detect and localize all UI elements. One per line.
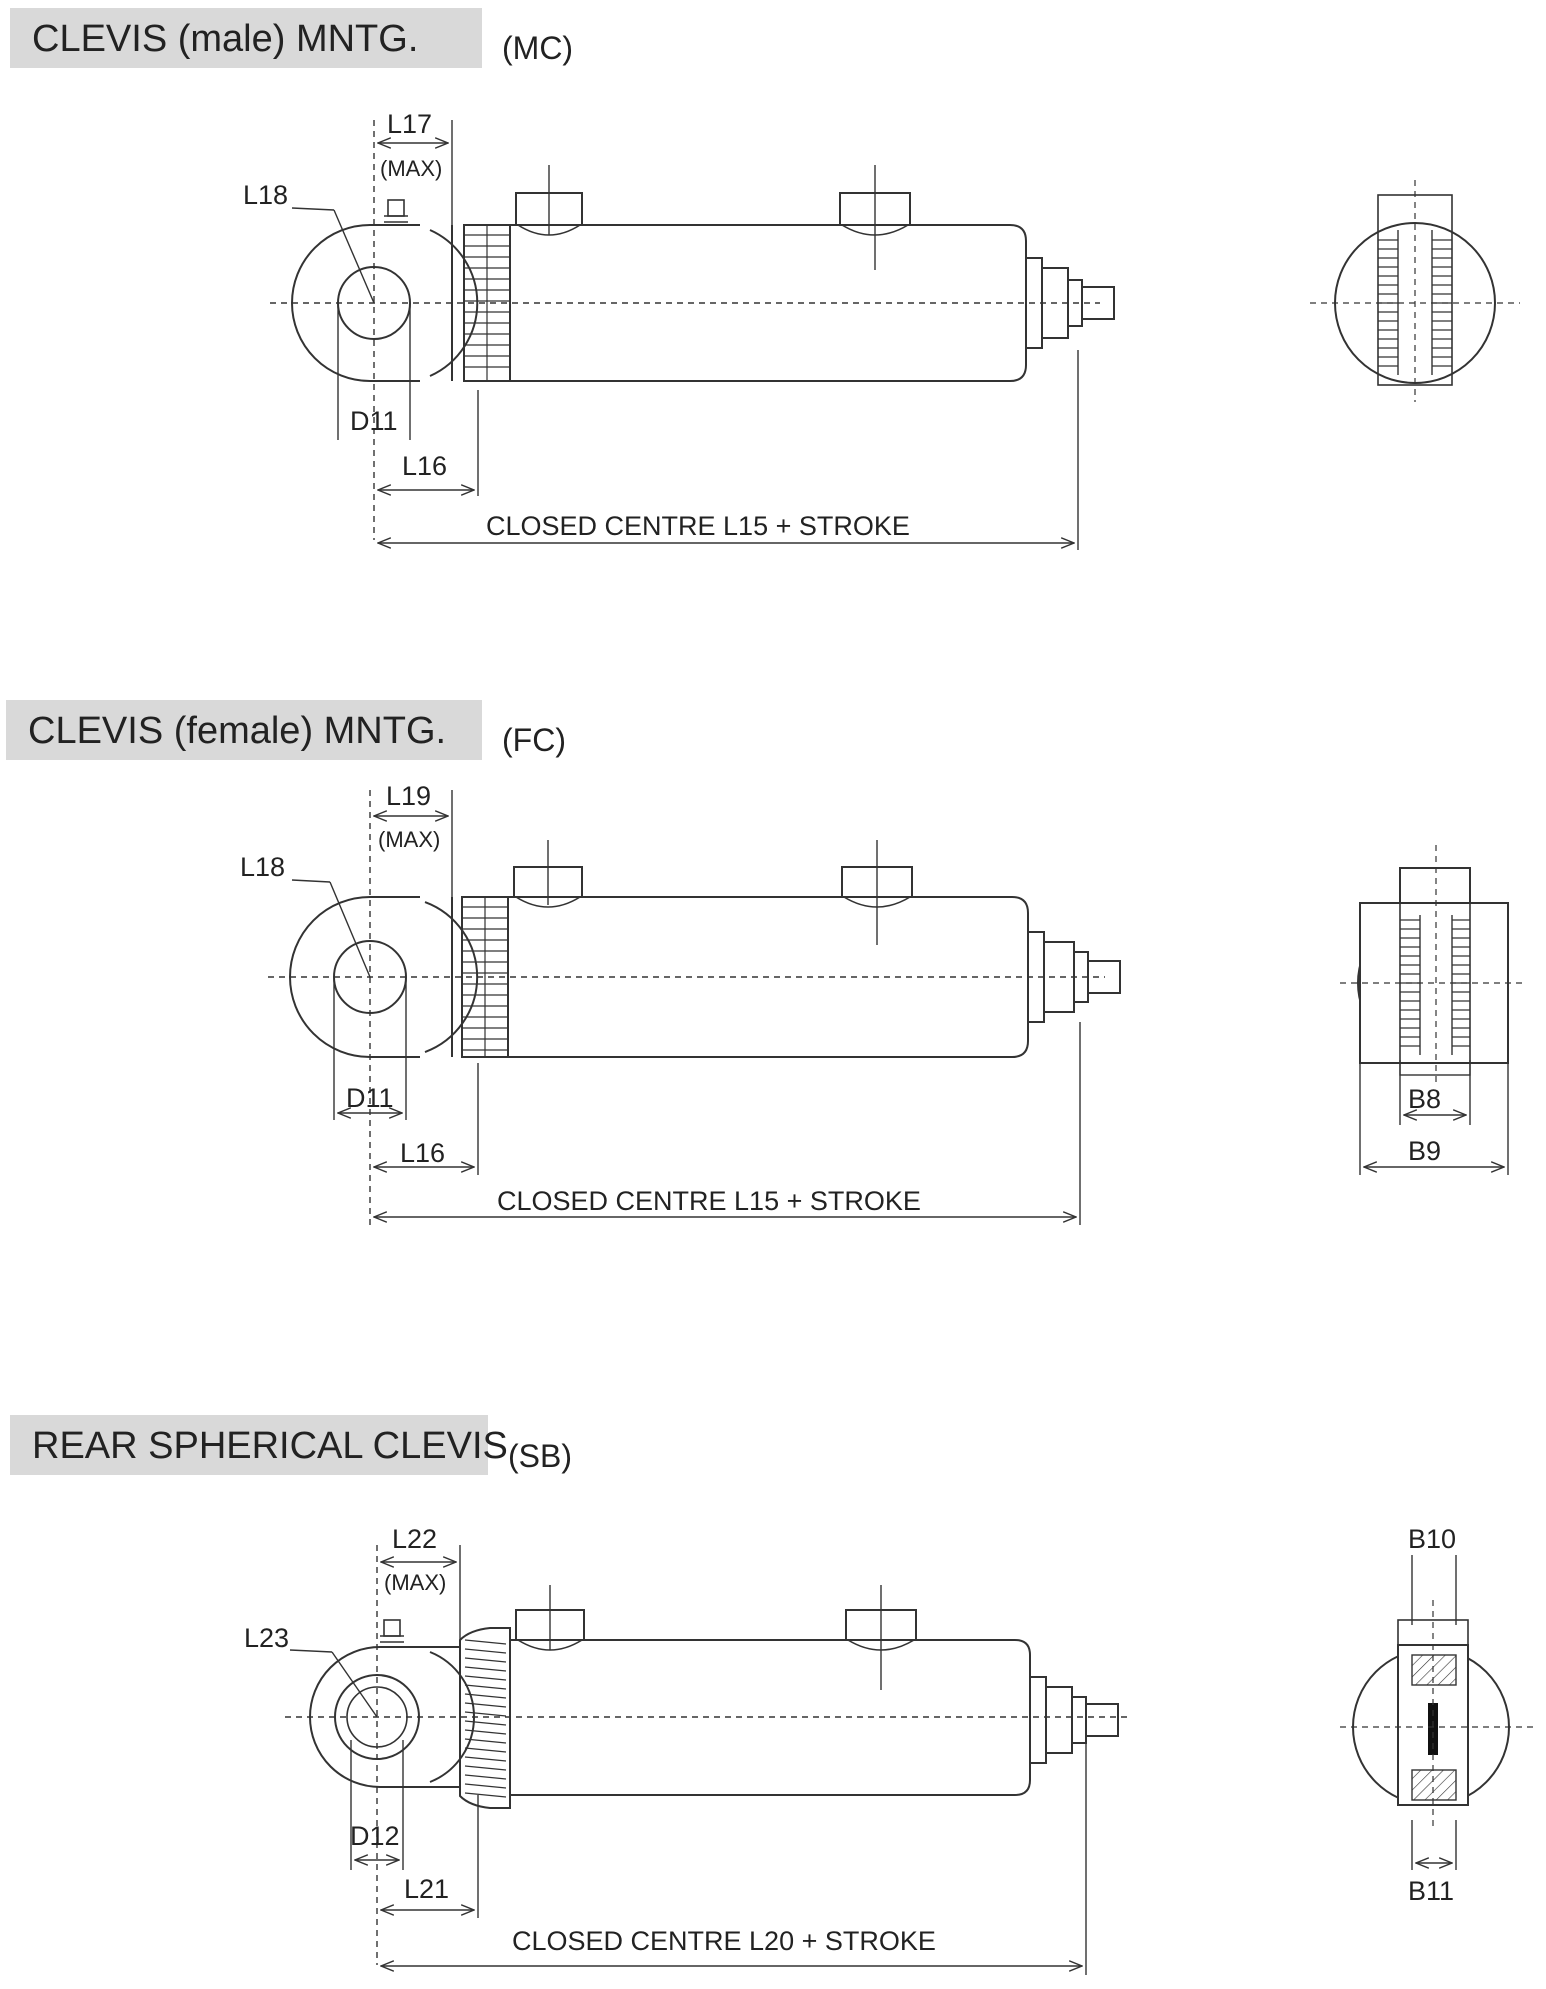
dim-label-outer-width: B9: [1408, 1136, 1441, 1166]
dim-label-pin-offset: L19: [386, 781, 431, 811]
section-header-mc: CLEVIS (male) MNTG.: [10, 8, 482, 68]
dim-label-clevis-length: L21: [404, 1874, 449, 1904]
dim-label-clevis-length: L16: [400, 1138, 445, 1168]
dim-label-max-note: (MAX): [378, 827, 440, 852]
knurl-tick: [464, 1747, 507, 1753]
leader-line: [331, 1651, 378, 1718]
dim-label-inner-width: B8: [1408, 1084, 1441, 1114]
knurl-ticks: [462, 225, 1470, 1798]
knurl-tick: [464, 1666, 507, 1672]
dim-label-bore: L18: [240, 852, 285, 882]
leader-line: [291, 207, 335, 211]
knurl-tick: [464, 1684, 507, 1690]
knurl-tick: [464, 1720, 507, 1726]
knurl-tick: [464, 1756, 507, 1762]
section-title: REAR SPHERICAL CLEVIS: [32, 1425, 508, 1467]
leader-line: [333, 209, 375, 304]
mounting-code: (SB): [508, 1438, 572, 1474]
knurl-tick: [464, 1675, 507, 1681]
knurl-tick: [464, 1693, 507, 1699]
knurl-tick: [464, 1783, 507, 1789]
knurl-tick: [464, 1792, 507, 1798]
end-view-fc: [1340, 845, 1525, 1085]
dim-label-pin-dia: D11: [350, 406, 398, 436]
cylinder-side-view-sb: [309, 1585, 1119, 1809]
knurl-tick: [464, 1648, 507, 1654]
knurl-tick: [464, 1738, 507, 1744]
section-title: CLEVIS (male) MNTG.: [32, 18, 419, 60]
end-view-mc: [1310, 180, 1520, 402]
dim-label-bottom-width: B11: [1408, 1876, 1454, 1906]
cylinder-side-view-fc: [289, 840, 1121, 1058]
leader-line: [291, 879, 331, 883]
section-header-sb: REAR SPHERICAL CLEVIS: [10, 1415, 508, 1475]
mounting-code: (MC): [502, 30, 574, 66]
dim-label-pin-offset: L17: [387, 109, 432, 139]
cylinder-side-view-mc: [291, 165, 1115, 382]
dimension-lines: [268, 120, 1509, 1975]
knurl-tick: [464, 1765, 507, 1771]
dim-label-overall-length: CLOSED CENTRE L20 + STROKE: [512, 1926, 936, 1956]
dim-label-max-note: (MAX): [384, 1570, 446, 1595]
dim-label-pin-dia: D12: [350, 1821, 400, 1851]
knurl-tick: [464, 1711, 507, 1717]
dim-label-bore: L18: [243, 180, 288, 210]
dim-label-pin-dia: D11: [346, 1083, 394, 1113]
section-header-fc: CLEVIS (female) MNTG.: [6, 700, 482, 760]
dim-label-bore: L23: [244, 1623, 289, 1653]
dim-label-pin-offset: L22: [392, 1524, 437, 1554]
leader-line: [289, 1649, 333, 1653]
knurl-tick: [464, 1702, 507, 1708]
dim-label-top-width: B10: [1408, 1524, 1456, 1554]
knurl-tick: [464, 1657, 507, 1663]
knurl-tick: [464, 1774, 507, 1780]
knurl-tick: [464, 1639, 507, 1645]
knurl-tick: [464, 1729, 507, 1735]
dim-label-clevis-length: L16: [402, 451, 447, 481]
mounting-code: (FC): [502, 722, 566, 758]
leader-line: [329, 881, 371, 978]
dim-label-overall-length: CLOSED CENTRE L15 + STROKE: [486, 511, 910, 541]
section-title: CLEVIS (female) MNTG.: [28, 710, 447, 752]
dim-label-max-note: (MAX): [380, 156, 442, 181]
end-view-sb: [1340, 1600, 1535, 1830]
dim-label-overall-length: CLOSED CENTRE L15 + STROKE: [497, 1186, 921, 1216]
